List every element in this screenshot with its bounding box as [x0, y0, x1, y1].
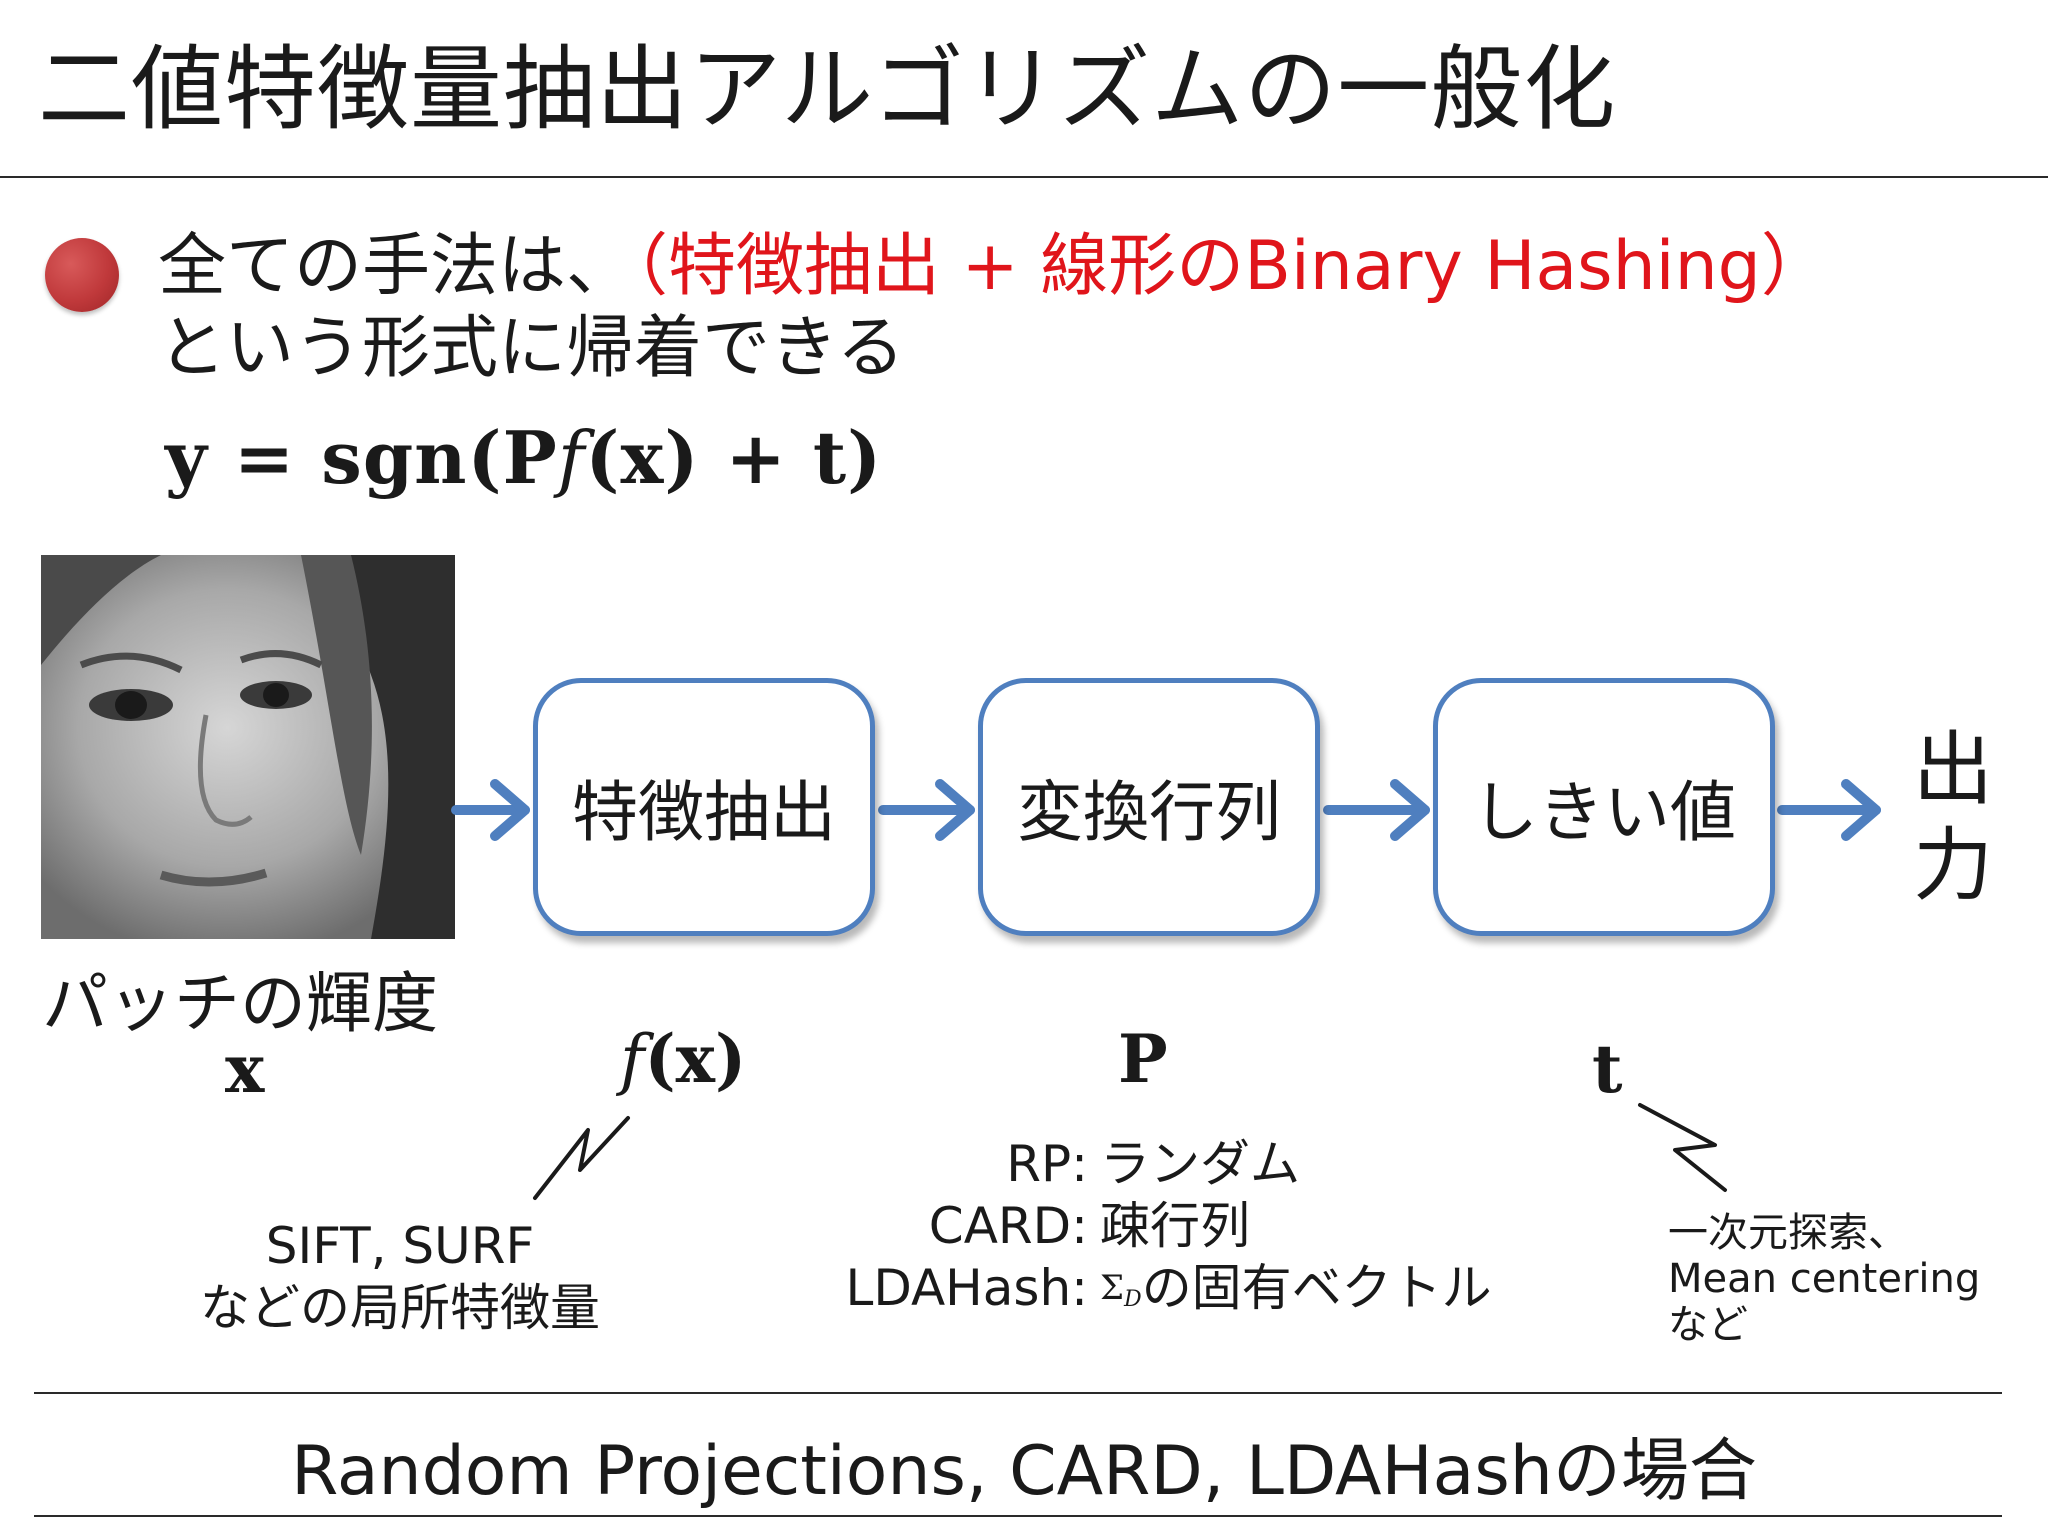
- matrix-note-key: RP:: [1006, 1135, 1088, 1193]
- formula-f: f: [557, 416, 586, 500]
- feature-extraction-box: 特徴抽出: [533, 678, 875, 936]
- matrix-notes: RP: ランダム CARD: 疎行列 LDAHash: Σ D の固有ベクトル: [820, 1133, 1520, 1319]
- symbol-t: t: [1592, 1030, 1623, 1108]
- matrix-note-value: ランダム: [1100, 1135, 1300, 1193]
- matrix-note-card: CARD: 疎行列: [820, 1195, 1520, 1257]
- matrix-note-ldahash: LDAHash: Σ D の固有ベクトル: [820, 1257, 1520, 1319]
- symbol-x: x: [225, 1030, 265, 1108]
- threshold-note-1: 一次元探索、: [1668, 1210, 1908, 1256]
- threshold-box: しきい値: [1433, 678, 1775, 936]
- feature-note-1: SIFT, SURF: [265, 1217, 535, 1275]
- threshold-label: しきい値: [1472, 774, 1736, 851]
- threshold-note-2: Mean centering: [1668, 1256, 1981, 1302]
- face-illustration: [41, 555, 455, 939]
- formula: y = sgn(Pf(x) + t): [165, 415, 882, 500]
- bullet-prefix: 全ての手法は、: [158, 227, 635, 306]
- footer-top-rule: [34, 1392, 2002, 1394]
- output-label: 出力: [1913, 723, 1993, 912]
- sigma-symbol: Σ: [1100, 1268, 1125, 1308]
- title-divider: [0, 176, 2048, 178]
- symbol-p: P: [1118, 1020, 1168, 1098]
- bullet-text: 全ての手法は、（特徴抽出 + 線形のBinary Hashing） という形式に…: [158, 226, 1829, 390]
- symbol-f-x: f(x): [620, 1020, 746, 1098]
- patch-image: [41, 555, 455, 939]
- bullet-highlight: （特徴抽出 + 線形のBinary Hashing）: [634, 227, 1829, 306]
- matrix-note-value: 疎行列: [1100, 1197, 1250, 1255]
- feature-notes: SIFT, SURF などの局所特徴量: [170, 1215, 630, 1339]
- matrix-note-value: の固有ベクトル: [1141, 1259, 1492, 1317]
- page-title: 二値特徴量抽出アルゴリズムの一般化: [38, 36, 1617, 143]
- feature-extraction-label: 特徴抽出: [572, 774, 836, 851]
- footer-bottom-rule: [34, 1515, 2002, 1517]
- input-caption: パッチの輝度: [42, 965, 438, 1042]
- bullet-line2: という形式に帰着できる: [158, 309, 905, 388]
- footer-caption: Random Projections, CARD, LDAHashの場合: [291, 1432, 1757, 1511]
- symbol-f-arg: (x): [644, 1020, 747, 1098]
- threshold-note-3: など: [1668, 1302, 1748, 1348]
- sigma-subscript: D: [1124, 1287, 1142, 1312]
- formula-rhs: (x) + t): [585, 415, 883, 500]
- matrix-note-rp: RP: ランダム: [820, 1133, 1520, 1195]
- transform-matrix-box: 変換行列: [978, 678, 1320, 936]
- symbol-f: f: [620, 1021, 645, 1098]
- bullet-icon: [45, 238, 119, 312]
- matrix-note-key: CARD:: [928, 1197, 1088, 1255]
- transform-matrix-label: 変換行列: [1017, 774, 1281, 851]
- feature-note-2: などの局所特徴量: [200, 1279, 600, 1337]
- threshold-notes: 一次元探索、 Mean centering など: [1668, 1210, 1980, 1348]
- matrix-note-key: LDAHash:: [845, 1259, 1088, 1317]
- formula-lhs: y = sgn(P: [165, 415, 558, 500]
